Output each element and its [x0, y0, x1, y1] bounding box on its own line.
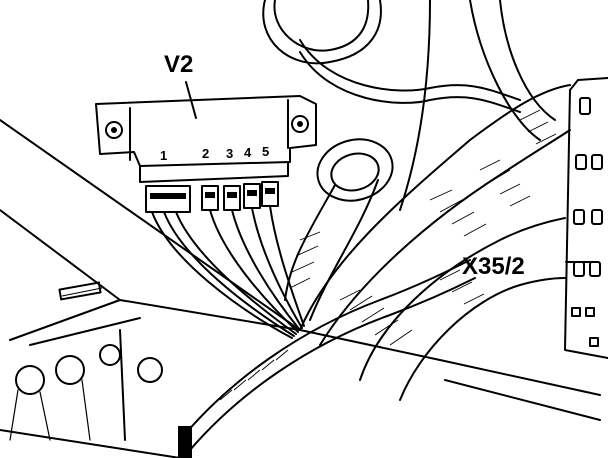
pin-label-2: 2 [202, 146, 209, 161]
pin-label-4: 4 [244, 145, 252, 160]
lower-cables [58, 259, 476, 458]
upper-cables [262, 0, 556, 211]
module-v2-label: V2 [164, 51, 193, 78]
connector-x35-2-label: X35/2 [462, 253, 525, 280]
connector-panel-x35-2 [564, 77, 608, 359]
module-wires [151, 205, 305, 339]
wiring-harness [299, 84, 571, 401]
v2-leader-line [185, 81, 197, 119]
grommet [284, 138, 394, 321]
pin-label-1: 1 [160, 148, 167, 163]
pin-label-3: 3 [226, 146, 233, 161]
panel-outlines [0, 119, 601, 458]
pin-label-5: 5 [262, 144, 269, 159]
fasteners [9, 329, 163, 441]
